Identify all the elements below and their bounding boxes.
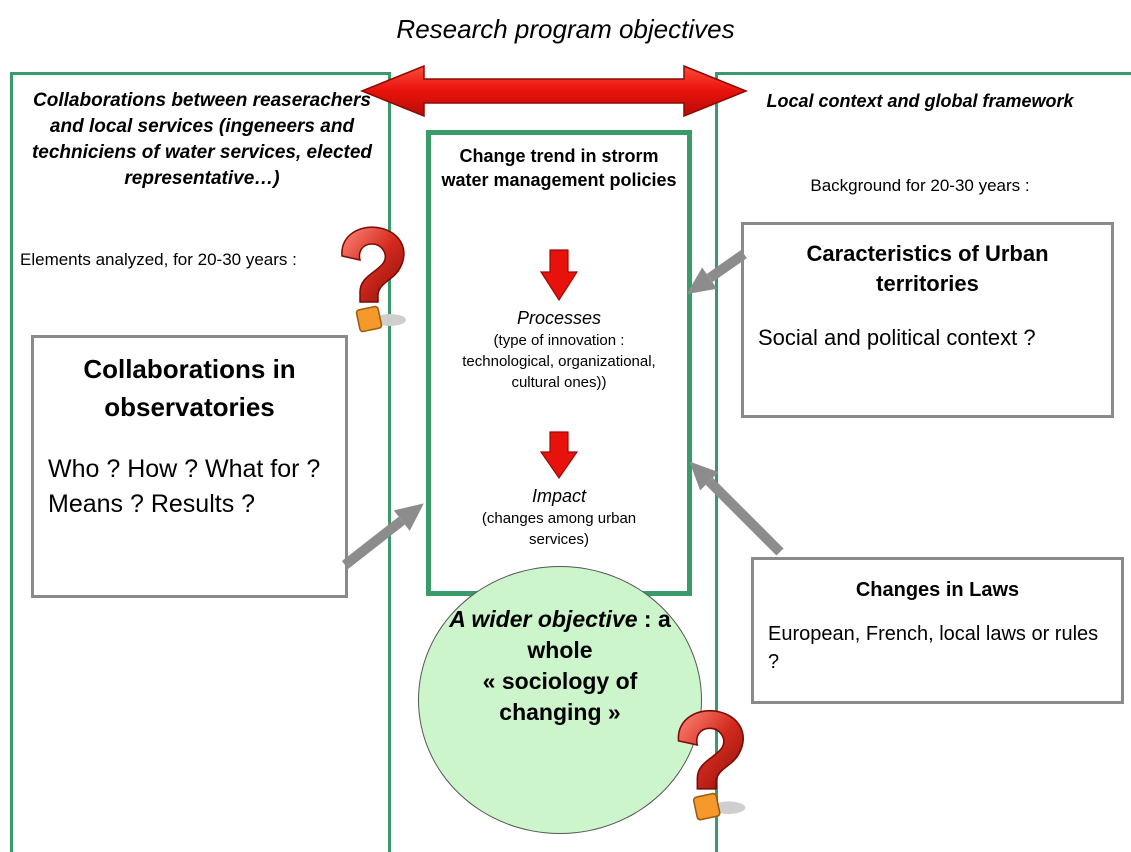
page-title: Research program objectives bbox=[396, 14, 735, 44]
down-arrow bbox=[539, 431, 579, 480]
impact-detail: (changes among urban services) bbox=[481, 510, 637, 548]
grey-arrow-bottom-right bbox=[689, 461, 784, 556]
left-column-frame bbox=[10, 72, 391, 852]
grey-arrow-top-right bbox=[686, 249, 747, 295]
collaborations-box-body: Who ? How ? What for ? Means ? Results ? bbox=[48, 455, 321, 518]
center-box-title: Change trend in strorm water management … bbox=[441, 146, 677, 190]
changes-in-laws-title: Changes in Laws bbox=[855, 579, 1020, 601]
left-column-heading: Collaborations between reaserachers and … bbox=[31, 90, 373, 189]
right-column-heading: Local context and global framework bbox=[766, 91, 1074, 111]
double-arrow bbox=[359, 64, 749, 118]
wider-objective-rest: : a whole bbox=[527, 606, 671, 663]
down-arrow bbox=[539, 249, 579, 302]
wider-objective-italic: A wider objective bbox=[449, 606, 638, 632]
urban-territories-box: Caracteristics of Urban territories Soci… bbox=[741, 222, 1114, 418]
changes-in-laws-box: Changes in Laws European, French, local … bbox=[751, 557, 1124, 704]
question-mark-icon bbox=[677, 709, 746, 821]
urban-territories-body: Social and political context ? bbox=[758, 325, 1036, 350]
question-mark-icon bbox=[341, 226, 406, 333]
left-elements-analyzed-text: Elements analyzed, for 20-30 years : bbox=[20, 250, 297, 269]
collaborations-box-title: Collaborations in observatories bbox=[83, 354, 296, 422]
sociology-of-changing: « sociology of changing » bbox=[482, 668, 638, 725]
wider-objective-circle bbox=[418, 566, 702, 834]
right-background-text: Background for 20-30 years : bbox=[810, 176, 1030, 195]
collaborations-box: Collaborations in observatories Who ? Ho… bbox=[31, 335, 348, 598]
processes-detail: (type of innovation : technological, org… bbox=[462, 332, 656, 391]
changes-in-laws-body: European, French, local laws or rules ? bbox=[768, 623, 1099, 673]
grey-arrow-left bbox=[341, 503, 424, 569]
processes-label: Processes bbox=[516, 308, 602, 328]
urban-territories-title: Caracteristics of Urban territories bbox=[806, 241, 1049, 296]
center-box bbox=[426, 130, 692, 596]
right-column-frame bbox=[715, 72, 1131, 852]
wider-objective-text: A wider objective : a whole « sociology … bbox=[440, 604, 680, 728]
impact-label: Impact bbox=[531, 486, 587, 506]
